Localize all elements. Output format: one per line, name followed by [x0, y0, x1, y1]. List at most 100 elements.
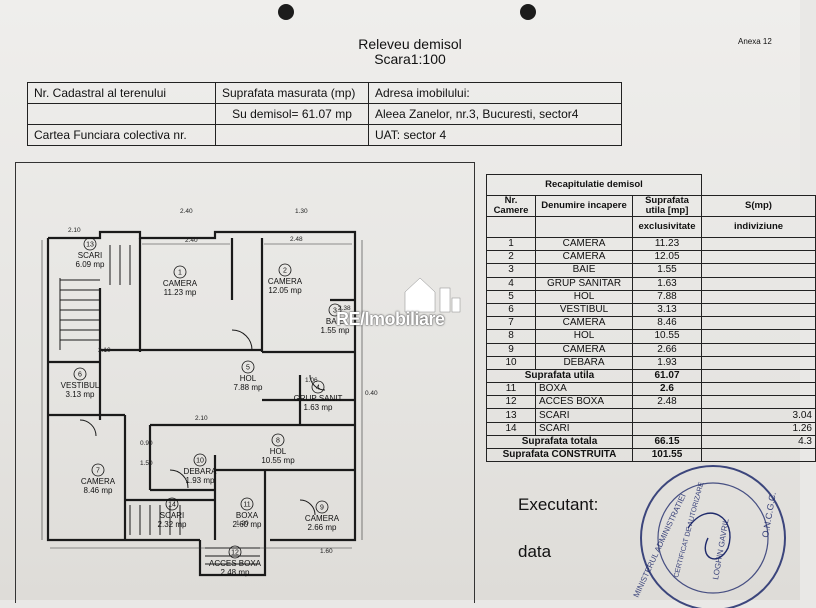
wall [198, 540, 267, 577]
official-stamp: O.N.C.G.C. LOGHIN GAVRIL CERTIFICAT DE A… [632, 465, 786, 608]
extra-s: 1.26 [701, 421, 816, 436]
room-marker [91, 463, 105, 477]
st-value: 66.15 [632, 434, 702, 450]
room-marker [83, 237, 97, 251]
recap-table: Recapitulatie demisol Nr. Camere Denumir… [486, 174, 816, 463]
room-area: 1.63 mp [304, 403, 333, 412]
room-name: HOL [535, 289, 633, 304]
watermark-logo [404, 277, 461, 313]
dimension-label: 2.38 [338, 305, 351, 312]
room-nr: 6 [486, 302, 536, 318]
room-number: 4 [316, 385, 320, 392]
room-nr: 8 [486, 329, 536, 344]
recap-title: Recapitulatie demisol [486, 174, 702, 196]
room-area: 3.13 [632, 302, 702, 318]
door-swing [79, 419, 97, 437]
room-name: DEBARA [535, 355, 633, 370]
dimension-label: 2.10 [195, 415, 208, 422]
staircase [59, 245, 131, 350]
punch-hole [278, 4, 294, 20]
room-area: 10.55 mp [261, 456, 295, 465]
punch-hole [520, 4, 536, 20]
room-marker [328, 303, 342, 317]
room-number: 12 [231, 550, 239, 557]
outer-wall [48, 230, 357, 542]
room-marker [271, 433, 285, 447]
extra-area [632, 421, 702, 436]
extra-area [632, 408, 702, 423]
room-area: 7.88 [632, 289, 702, 304]
dimension-label: 0.90 [140, 440, 153, 447]
room-number: 1 [178, 270, 182, 277]
signature [687, 512, 731, 560]
dimension-label: 1.50 [140, 460, 153, 467]
room-name: CAMERA [535, 342, 633, 357]
room-name: BAIE [326, 317, 344, 326]
room-number: 10 [196, 458, 204, 465]
room-name: CAMERA [268, 277, 303, 286]
sc-label: Suprafata CONSTRUITA [486, 447, 633, 463]
room-number: 14 [168, 502, 176, 509]
room-nr: 5 [486, 289, 536, 304]
room-name: HOL [270, 447, 287, 456]
plan-frame [15, 162, 475, 603]
room-name: HOL [240, 374, 257, 383]
dimension-label: 1.60 [320, 548, 333, 555]
room-marker [278, 263, 292, 277]
executant-label: Executant: [518, 495, 599, 514]
room-number: 7 [96, 468, 100, 475]
info-table: Nr. Cadastral al terenului Suprafata mas… [27, 82, 622, 146]
stamp-ring-text: MINISTERUL ADMINISTRATIEI [632, 492, 688, 599]
extra-area: 2.6 [632, 382, 702, 397]
room-area: 12.05 [632, 250, 702, 265]
room-nr: 2 [486, 250, 536, 265]
address-value: Aleea Zanelor, nr.3, Bucuresti, sector4 [368, 103, 622, 125]
door-swing [169, 469, 189, 489]
dimension-label: 1.06 [305, 377, 318, 384]
area-value: Su demisol= 61.07 mp [215, 103, 369, 125]
room-area: 2.66 [632, 342, 702, 357]
room-name: CAMERA [535, 250, 633, 265]
room-number: 8 [276, 438, 280, 445]
extra-s [701, 395, 816, 410]
room-area: 7.88 mp [234, 383, 263, 392]
st-label: Suprafata totala [486, 434, 633, 450]
room-area: 1.55 [632, 263, 702, 278]
staircase [129, 505, 181, 535]
room-area: 2.60 mp [233, 520, 262, 529]
extra-name: SCARI [535, 408, 633, 423]
extra-s [701, 382, 816, 397]
room-name: HOL [535, 329, 633, 344]
room-name: GRUP SANIT [294, 394, 343, 403]
room-number: 5 [246, 365, 250, 372]
room-marker [165, 497, 179, 511]
annex-label: Anexa 12 [738, 37, 772, 46]
dimension-label: 2.48 [290, 236, 303, 243]
dimension-label: 2.10 [68, 227, 81, 234]
su-label: Suprafata utila [486, 368, 633, 384]
room-marker [228, 545, 242, 559]
room-area: 1.93 [632, 355, 702, 370]
room-name: VESTIBUL [535, 302, 633, 318]
room-name: CAMERA [535, 316, 633, 331]
land-book-label: Cartea Funciara colectiva nr. [27, 124, 216, 146]
extra-nr: 12 [486, 395, 536, 410]
col-nr: Nr. Camere [486, 195, 536, 217]
room-nr: 10 [486, 355, 536, 370]
extra-nr: 13 [486, 408, 536, 423]
document-title: Releveu demisol [358, 36, 462, 52]
dimension-label: 1.30 [295, 208, 308, 215]
room-name: GRUP SANITAR [535, 276, 633, 291]
door-swing [231, 329, 253, 351]
address-label: Adresa imobilului: [368, 82, 622, 104]
dimension-label: 2.40 [185, 237, 198, 244]
sub-exclusivitate: exclusivitate [632, 216, 702, 238]
col-s: S(mp) [701, 195, 816, 217]
room-area: 2.48 mp [221, 568, 250, 577]
room-name: VESTIBUL [61, 381, 100, 390]
date-label: data [518, 542, 552, 561]
door-swing [299, 499, 316, 516]
room-name: BAIE [535, 263, 633, 278]
room-name: SCARI [160, 511, 184, 520]
